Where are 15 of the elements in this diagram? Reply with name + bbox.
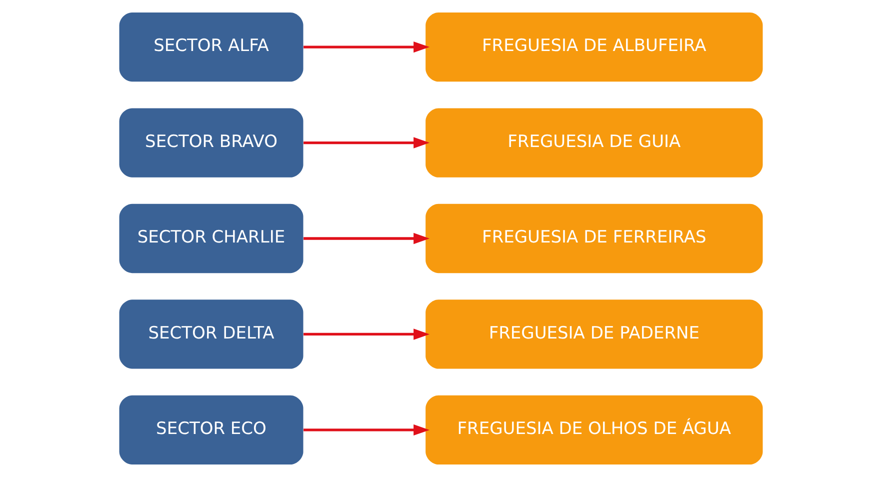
node-box: SECTOR ECO xyxy=(118,395,303,465)
node-box: SECTOR ALFA xyxy=(118,12,303,82)
node-box: FREGUESIA DE ALBUFEIRA xyxy=(425,12,762,82)
node-box: SECTOR DELTA xyxy=(118,300,303,369)
arrow xyxy=(303,424,430,436)
node-box: SECTOR CHARLIE xyxy=(118,204,303,274)
arrow xyxy=(303,41,430,53)
node-box: SECTOR BRAVO xyxy=(118,108,303,178)
arrow xyxy=(303,137,430,148)
node-box: FREGUESIA DE FERREIRAS xyxy=(425,204,762,274)
node-box: FREGUESIA DE OLHOS DE ÁGUA xyxy=(425,395,762,465)
arrow xyxy=(303,232,430,244)
node-box: FREGUESIA DE PADERNE xyxy=(425,300,762,369)
arrow xyxy=(303,328,430,340)
node-box: FREGUESIA DE GUIA xyxy=(425,108,762,178)
